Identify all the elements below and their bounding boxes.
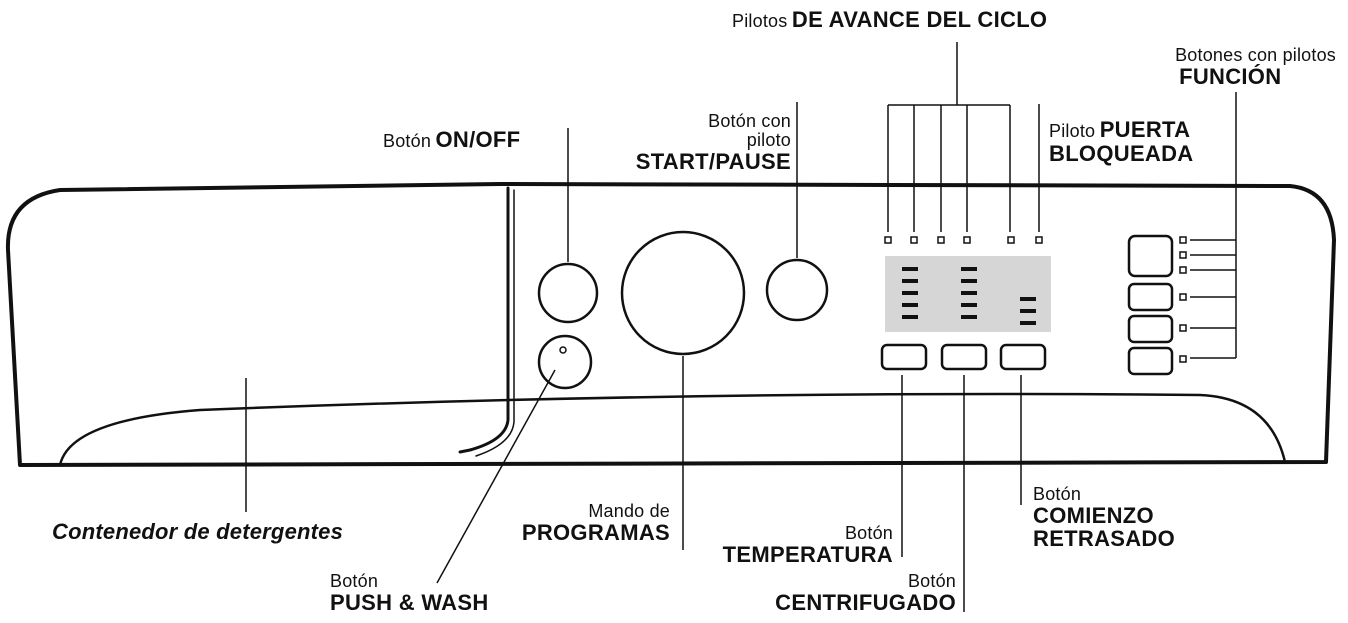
- cycle-led: [937, 236, 945, 244]
- label-door-locked: Piloto PUERTA BLOQUEADA: [1049, 117, 1194, 166]
- door-locked-led: [1035, 236, 1043, 244]
- label-temperature: Botón TEMPERATURA: [722, 523, 893, 567]
- panel-outline: [5, 182, 1336, 467]
- leader-push-wash: [436, 369, 556, 584]
- leader-function: [1190, 92, 1237, 359]
- display-bar: [961, 315, 977, 319]
- cycle-led: [910, 236, 918, 244]
- start-pause-button: [765, 258, 829, 322]
- function-led: [1179, 324, 1187, 332]
- display-bar: [902, 267, 918, 271]
- label-on-off: Botón ON/OFF: [383, 127, 521, 152]
- label-spin: Botón CENTRIFUGADO: [775, 571, 956, 615]
- label-cycle-progress: Pilotos DE AVANCE DEL CICLO: [732, 7, 1048, 32]
- display-bar: [961, 303, 977, 307]
- display-bar: [902, 279, 918, 283]
- on-off-button: [537, 262, 599, 324]
- display-bar: [1020, 309, 1036, 313]
- display-bar: [902, 291, 918, 295]
- display-bar: [902, 303, 918, 307]
- push-wash-led: [559, 346, 567, 354]
- function-button: [1127, 346, 1174, 376]
- label-function-buttons: Botones con pilotos FUNCIÓN: [1175, 45, 1336, 89]
- delay-start-button: [999, 343, 1047, 371]
- label-start-pause: Botón con piloto START/PAUSE: [635, 111, 791, 174]
- cycle-led: [963, 236, 971, 244]
- panel-lower-curve: [58, 392, 1287, 467]
- drawer-separator: [458, 186, 510, 454]
- temperature-button: [880, 343, 928, 371]
- spin-button: [940, 343, 988, 371]
- display-bar: [961, 267, 977, 271]
- label-programs: Mando de PROGRAMAS: [521, 501, 670, 545]
- cycle-led: [1007, 236, 1015, 244]
- display-bar: [902, 315, 918, 319]
- display-bar: [1020, 297, 1036, 301]
- function-led: [1179, 236, 1187, 244]
- function-button: [1127, 314, 1174, 344]
- function-button: [1127, 282, 1174, 312]
- function-led: [1179, 355, 1187, 363]
- program-knob: [620, 230, 746, 356]
- label-delay-start: Botón COMIENZO RETRASADO: [1033, 484, 1176, 551]
- display-bar: [961, 279, 977, 283]
- display-bar: [961, 291, 977, 295]
- label-push-wash: Botón PUSH & WASH: [330, 571, 489, 615]
- display-bar: [1020, 321, 1036, 325]
- function-led: [1179, 293, 1187, 301]
- function-led: [1179, 266, 1187, 274]
- function-button: [1127, 234, 1174, 278]
- push-wash-button: [537, 334, 593, 390]
- drawer-separator-inner: [475, 189, 515, 457]
- leader-cycle: [887, 42, 1011, 232]
- cycle-led: [884, 236, 892, 244]
- function-led: [1179, 251, 1187, 259]
- label-detergent-container: Contenedor de detergentes: [52, 519, 344, 544]
